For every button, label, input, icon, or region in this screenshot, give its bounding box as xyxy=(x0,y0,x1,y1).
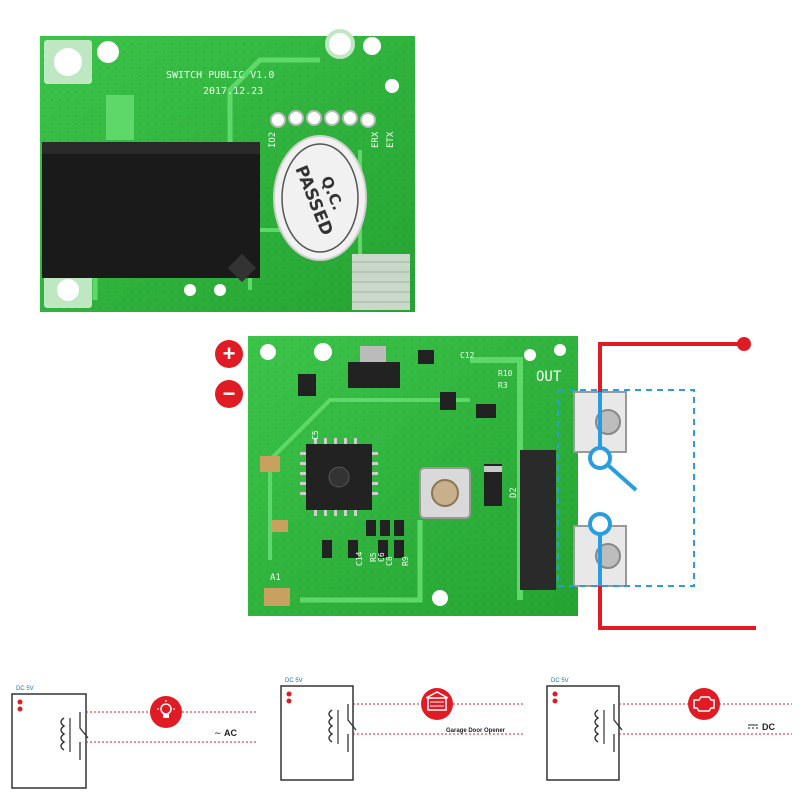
switch-contact-top xyxy=(588,446,612,470)
dc-symbol-icon xyxy=(748,724,758,729)
power-terminals: + − xyxy=(215,340,243,408)
ac-tilde-symbol: ∼ xyxy=(214,728,222,738)
label-r9: R9 xyxy=(401,556,410,566)
relay-dashed-box xyxy=(557,389,695,587)
supply-label: DC 5V xyxy=(285,678,303,684)
wiring-diagram-garage: DC 5V Garage Door Opener xyxy=(280,678,523,781)
wiring-diagram-ac: DC 5V ∼ AC xyxy=(11,686,258,789)
supply-label: DC 5V xyxy=(551,678,569,684)
load-label: AC xyxy=(224,728,237,738)
load-label: DC xyxy=(762,722,775,732)
positive-terminal-icon xyxy=(215,340,243,368)
switch-contact-bottom xyxy=(588,512,612,536)
wire-end-dot xyxy=(737,337,751,351)
engine-icon xyxy=(688,688,720,720)
qc-passed-sticker xyxy=(273,135,367,261)
relay-switch-overlay xyxy=(557,337,756,630)
label-c8: C8 xyxy=(385,556,394,566)
label-c6: C6 xyxy=(377,552,386,562)
label-r10: R10 xyxy=(498,369,513,378)
wiring-diagram-dc: DC 5V DC xyxy=(546,678,792,781)
label-a1: A1 xyxy=(270,573,281,583)
supply-label: DC 5V xyxy=(16,686,34,692)
label-r3: R3 xyxy=(498,381,508,390)
pin-label-io2: IO2 xyxy=(268,132,278,148)
label-r5: R5 xyxy=(369,552,378,562)
pin-label-erx: ERX xyxy=(371,131,381,148)
minus-symbol: − xyxy=(223,381,236,406)
label-c14: C14 xyxy=(355,551,364,566)
negative-terminal-icon xyxy=(215,380,243,408)
plus-symbol: + xyxy=(223,341,236,366)
out-label: OUT xyxy=(536,369,562,385)
load-label: Garage Door Opener xyxy=(446,728,506,734)
pcb-bottom-board: OUT C12 R10 R3 D2 A1 R5 R9 C8 C6 C14 C5 xyxy=(248,336,627,616)
label-c5: C5 xyxy=(311,430,320,440)
silkscreen-date: 2017.12.23 xyxy=(203,86,263,97)
label-d2: D2 xyxy=(509,487,519,498)
pin-label-etx: ETX xyxy=(386,131,396,148)
light-bulb-icon xyxy=(150,696,182,728)
silkscreen-title: SWITCH PUBLIC V1.0 xyxy=(166,70,274,81)
label-c12: C12 xyxy=(460,351,475,360)
pcb-top-board: SWITCH PUBLIC V1.0 2017.12.23 IO2 ERX ET… xyxy=(40,29,415,312)
